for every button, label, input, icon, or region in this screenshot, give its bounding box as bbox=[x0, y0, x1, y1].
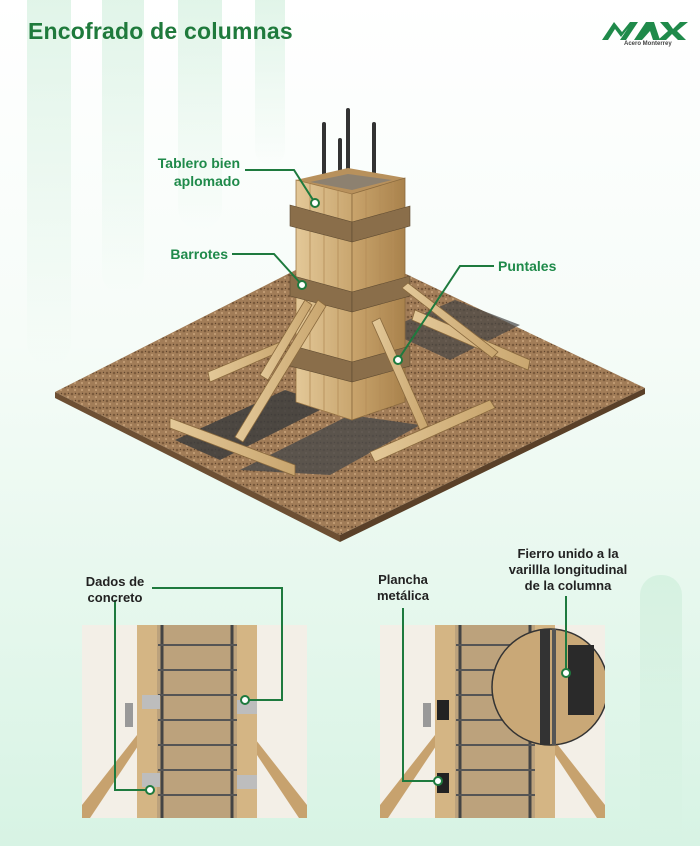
detail-panel-plancha bbox=[380, 625, 605, 818]
max-logo bbox=[602, 22, 688, 40]
label-tablero: Tablero bien aplomado bbox=[157, 155, 240, 189]
detail-illustration-dados bbox=[82, 625, 307, 818]
logo-tagline: Acero Monterrey bbox=[624, 41, 672, 47]
label-plancha: Plancha metálica bbox=[376, 572, 430, 603]
detail-illustration-plancha bbox=[380, 625, 605, 818]
label-dados: Dados de concreto bbox=[85, 574, 145, 605]
decorative-bar bbox=[255, 0, 285, 165]
page-title: Encofrado de columnas bbox=[28, 18, 293, 44]
decorative-bar bbox=[27, 0, 71, 365]
props bbox=[234, 282, 499, 443]
label-barrotes: Barrotes bbox=[170, 246, 228, 262]
detail-panel-dados bbox=[82, 625, 307, 818]
callout-lines bbox=[232, 169, 494, 365]
label-fierro: Fierro unido a la varillla longitudinal … bbox=[508, 546, 628, 593]
decorative-bar bbox=[640, 575, 682, 846]
decorative-bar bbox=[102, 0, 144, 295]
label-puntales: Puntales bbox=[498, 258, 557, 274]
decorative-bar bbox=[178, 0, 222, 230]
rebar bbox=[322, 108, 376, 198]
